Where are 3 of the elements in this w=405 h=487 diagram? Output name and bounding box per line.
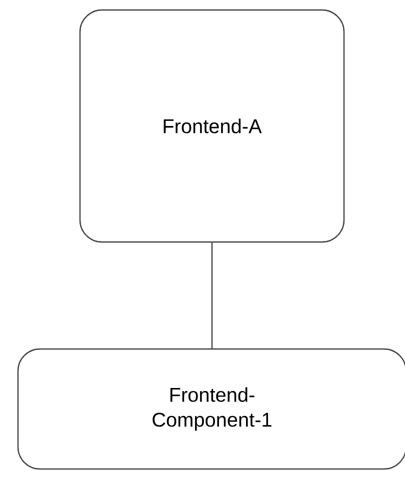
connector-line (211, 242, 213, 348)
rounded-box: Frontend-A (79, 9, 345, 243)
rounded-box: Frontend-Component-1 (17, 348, 405, 470)
